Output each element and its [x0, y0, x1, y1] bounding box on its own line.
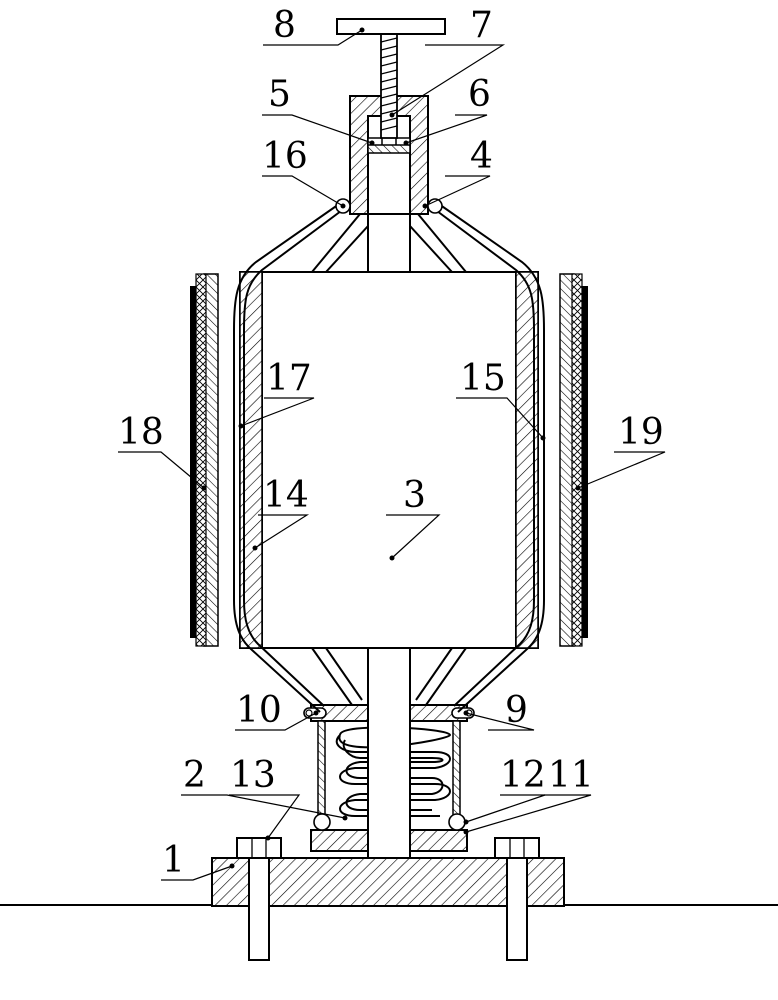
leader-dots — [201, 27, 581, 869]
pin-left-lower — [313, 813, 331, 831]
label-1: 1 — [162, 840, 185, 881]
label-13: 13 — [230, 755, 276, 796]
label-10: 10 — [236, 690, 282, 731]
label-15: 15 — [460, 358, 506, 399]
label-8: 8 — [273, 5, 296, 46]
handle — [336, 18, 446, 35]
pin-right-upper — [451, 707, 475, 719]
label-17: 17 — [266, 358, 312, 399]
pad-right — [582, 286, 588, 638]
left-bolt — [236, 837, 282, 961]
label-5: 5 — [268, 74, 291, 115]
clamp-plate — [367, 144, 411, 154]
cross-layer-right — [571, 273, 583, 647]
label-11: 11 — [548, 755, 594, 796]
label-19: 19 — [618, 412, 664, 453]
bottom-block-right — [409, 829, 468, 852]
bow-plate-left — [233, 201, 343, 713]
bottom-block-left — [310, 829, 369, 852]
label-7: 7 — [470, 5, 493, 46]
cylinder-body — [239, 271, 539, 649]
label-9: 9 — [505, 690, 528, 731]
label-6: 6 — [468, 74, 491, 115]
leader-lines — [118, 29, 666, 881]
pin-right-lower — [448, 813, 466, 831]
cross-layer-left — [195, 273, 207, 647]
label-16: 16 — [262, 136, 308, 177]
bow-plate-right — [435, 201, 545, 713]
label-18: 18 — [118, 412, 164, 453]
base-plate — [211, 857, 565, 907]
pad-left — [190, 286, 196, 638]
screw-thread — [380, 37, 398, 131]
right-bolt — [494, 837, 540, 961]
label-4: 4 — [470, 136, 493, 177]
label-3: 3 — [403, 475, 426, 516]
coil-spring — [335, 726, 452, 817]
label-14: 14 — [263, 475, 309, 516]
label-2: 2 — [183, 755, 206, 796]
label-12: 12 — [500, 755, 546, 796]
